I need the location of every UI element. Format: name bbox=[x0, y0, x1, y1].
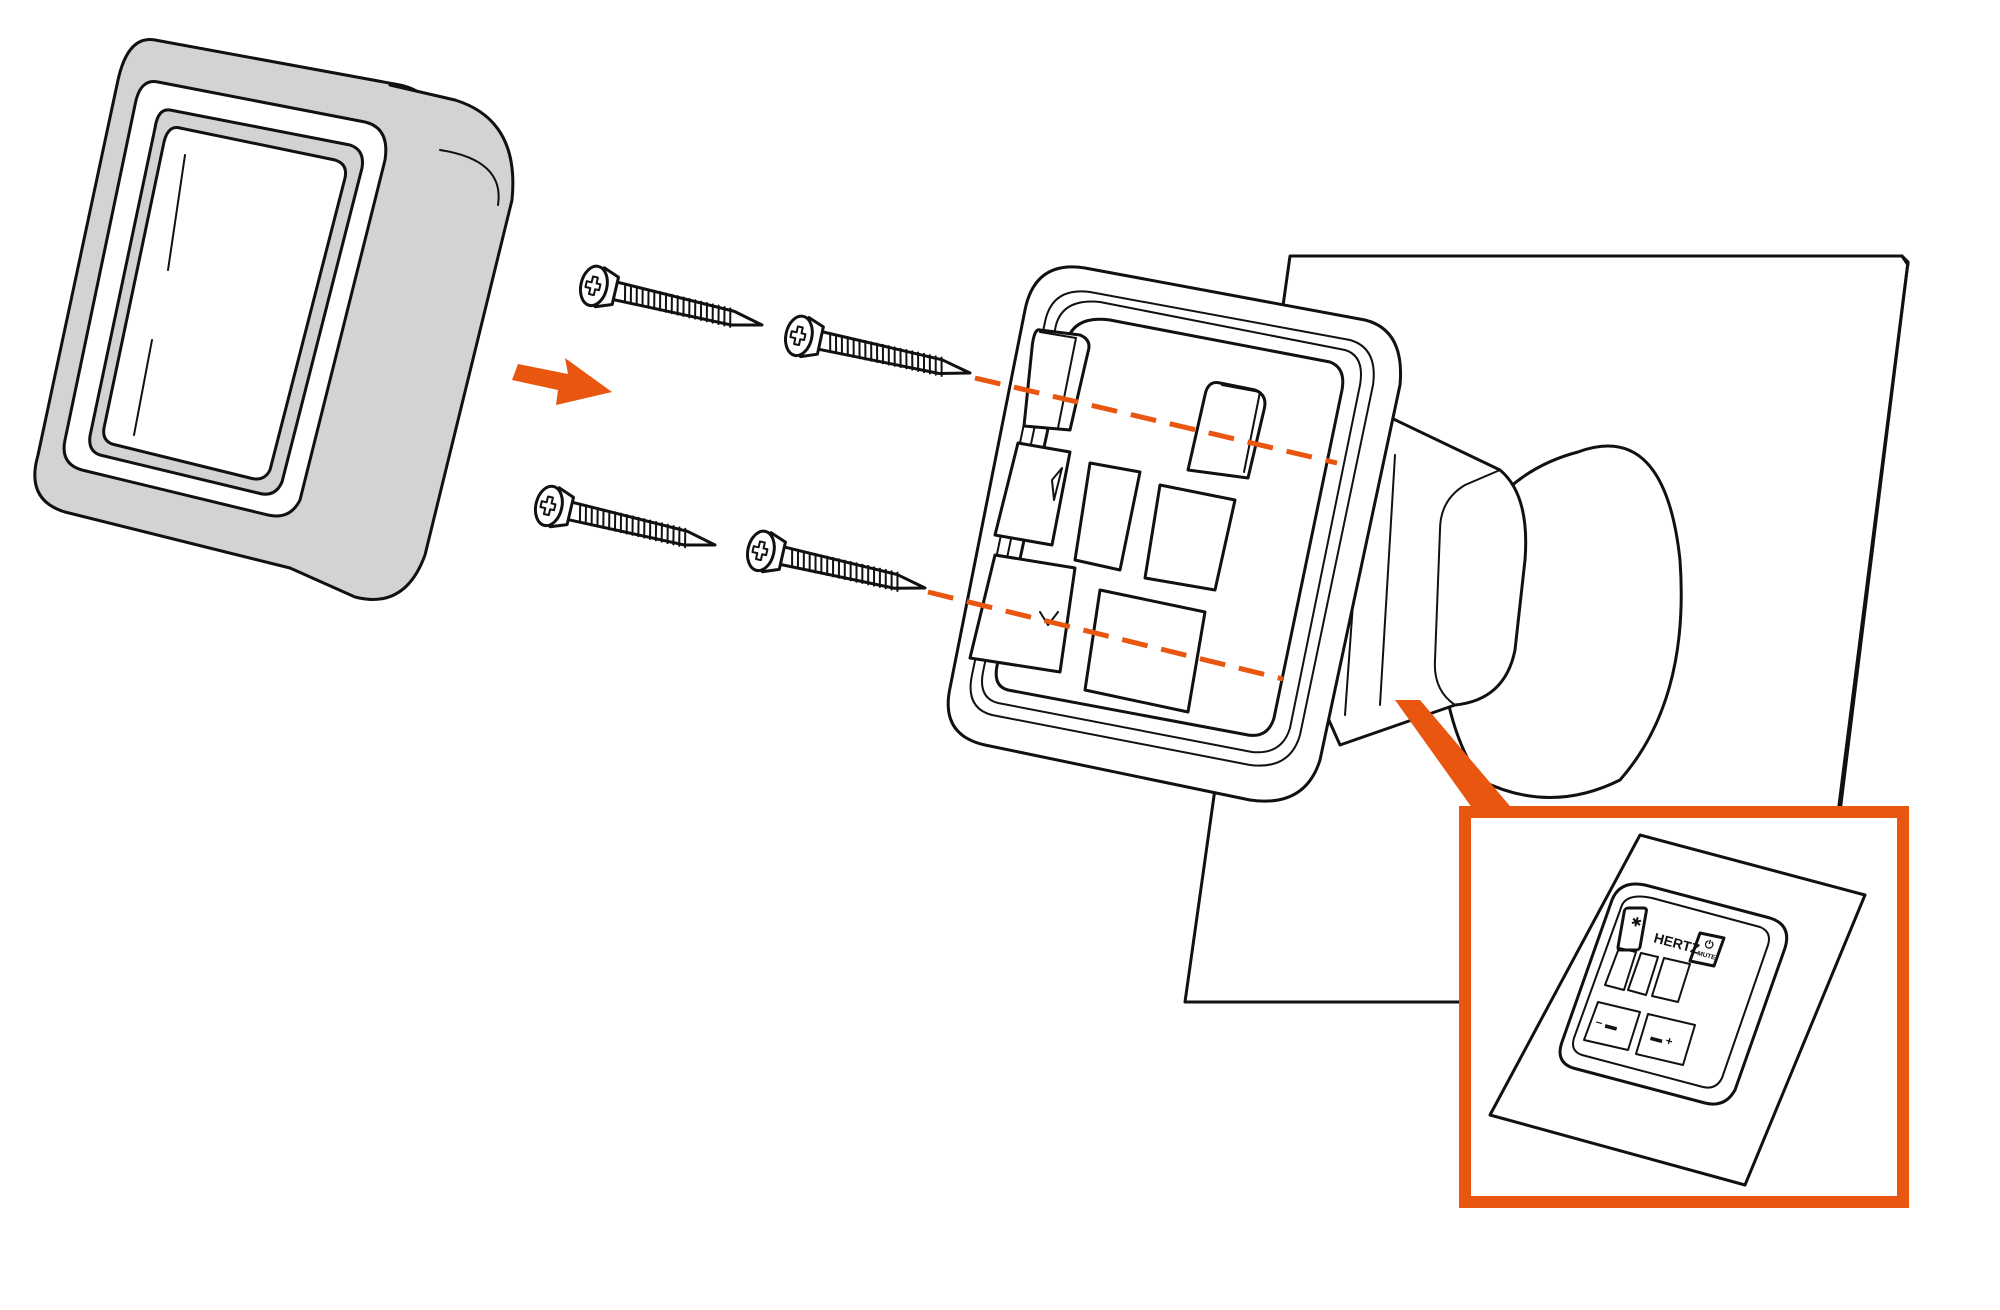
volume-up-icon: ▬ + bbox=[1649, 1029, 1674, 1048]
volume-down-icon: – ▬ bbox=[1594, 1014, 1619, 1033]
plus-right-arrow-icon bbox=[512, 358, 612, 405]
trim-frame bbox=[33, 38, 515, 601]
bluetooth-icon: ✱ bbox=[1629, 913, 1643, 930]
inset-callout: HERTZ MUTE ✱ ⏻ – ▬ ▬ + bbox=[1395, 700, 1909, 1208]
inset-mute-label: MUTE bbox=[1696, 950, 1716, 962]
alignment-guide bbox=[974, 375, 1338, 466]
alignment-guide bbox=[927, 589, 1284, 682]
phillips-screw-icon bbox=[745, 529, 927, 592]
power-icon: ⏻ bbox=[1703, 937, 1715, 952]
phillips-screw-icon bbox=[533, 484, 717, 549]
phillips-screw-icon bbox=[578, 264, 764, 328]
phillips-screw-icon bbox=[784, 314, 972, 378]
